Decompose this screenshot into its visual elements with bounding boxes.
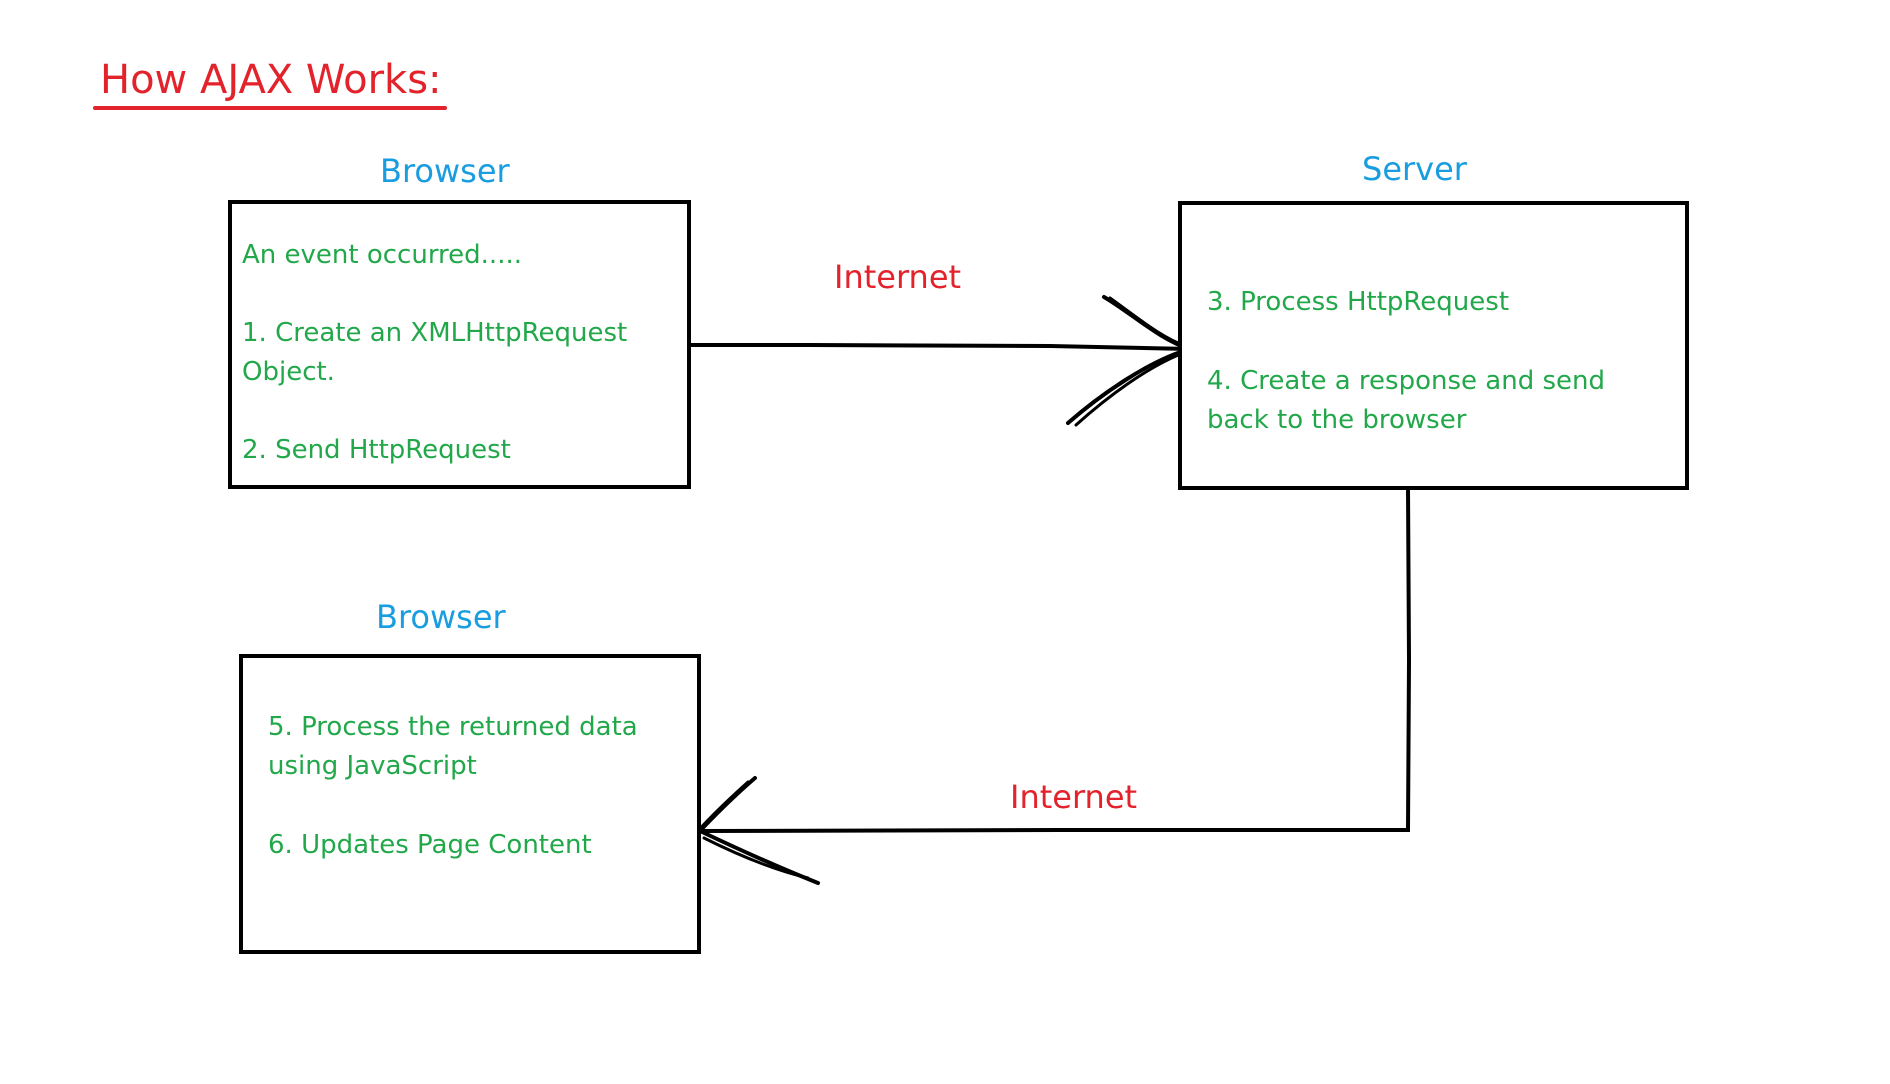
response-connector-label: Internet — [1010, 778, 1138, 816]
browser-bottom-label: Browser — [376, 598, 506, 636]
server-label: Server — [1362, 150, 1467, 188]
response-line — [698, 486, 1412, 833]
request-line — [688, 343, 1192, 351]
browser-top-step1-line1: 1. Create an XMLHttpRequest — [242, 318, 628, 348]
browser-bottom-step5-line1: 5. Process the returned data — [268, 712, 638, 742]
browser-bottom-step5-line2: using JavaScript — [268, 751, 477, 781]
page-title: How AJAX Works: — [100, 57, 442, 103]
server-step3: 3. Process HttpRequest — [1207, 287, 1510, 317]
request-arrowhead-upper-stroke2 — [1108, 296, 1188, 348]
browser-top-label: Browser — [380, 152, 510, 190]
server-box: 3. Process HttpRequest 4. Create a respo… — [1178, 201, 1689, 490]
server-step4-line1: 4. Create a response and send — [1207, 366, 1605, 396]
browser-top-step1-line2: Object. — [242, 357, 335, 387]
request-arrowhead-lower — [1066, 347, 1192, 425]
response-arrowhead-upper — [698, 776, 757, 833]
browser-top-step2: 2. Send HttpRequest — [242, 435, 511, 465]
response-arrowhead-lower-stroke2 — [702, 836, 810, 880]
browser-top-box: An event occurred..... 1. Create an XMLH… — [228, 200, 691, 489]
request-connector-label: Internet — [834, 258, 962, 296]
server-step4-line2: back to the browser — [1207, 405, 1467, 435]
request-arrowhead-lower-stroke2 — [1074, 350, 1188, 427]
browser-top-intro: An event occurred..... — [242, 240, 522, 270]
browser-bottom-box: 5. Process the returned data using JavaS… — [239, 654, 701, 954]
browser-bottom-step6: 6. Updates Page Content — [268, 830, 592, 860]
